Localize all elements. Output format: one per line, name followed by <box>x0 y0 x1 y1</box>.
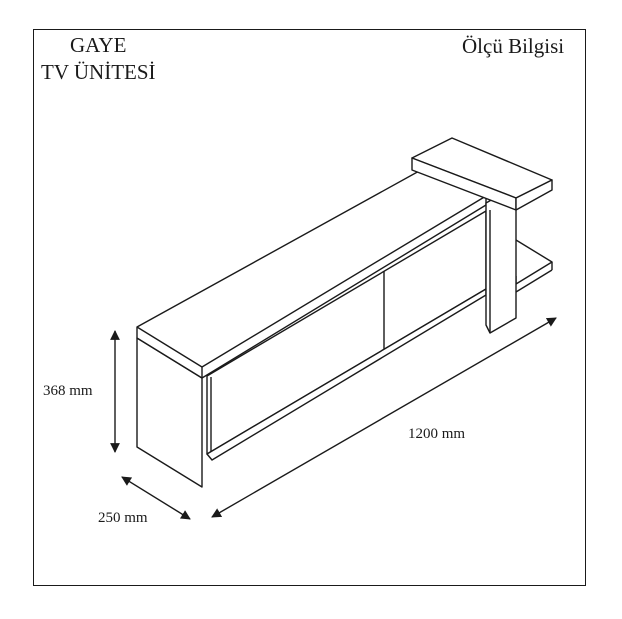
page-frame <box>33 29 586 586</box>
product-type: TV ÜNİTESİ <box>41 60 156 84</box>
depth-label: 250 mm <box>98 510 148 526</box>
top-shelf-side <box>515 179 553 211</box>
product-name: GAYE <box>70 33 127 57</box>
height-label: 368 mm <box>43 383 93 399</box>
sheet-title: Ölçü Bilgisi <box>462 34 565 58</box>
width-label: 1200 mm <box>408 426 465 442</box>
tv-unit <box>136 137 553 488</box>
dimension-arrows <box>110 317 557 520</box>
depth-arrow <box>121 476 191 520</box>
width-arrow <box>211 317 557 518</box>
